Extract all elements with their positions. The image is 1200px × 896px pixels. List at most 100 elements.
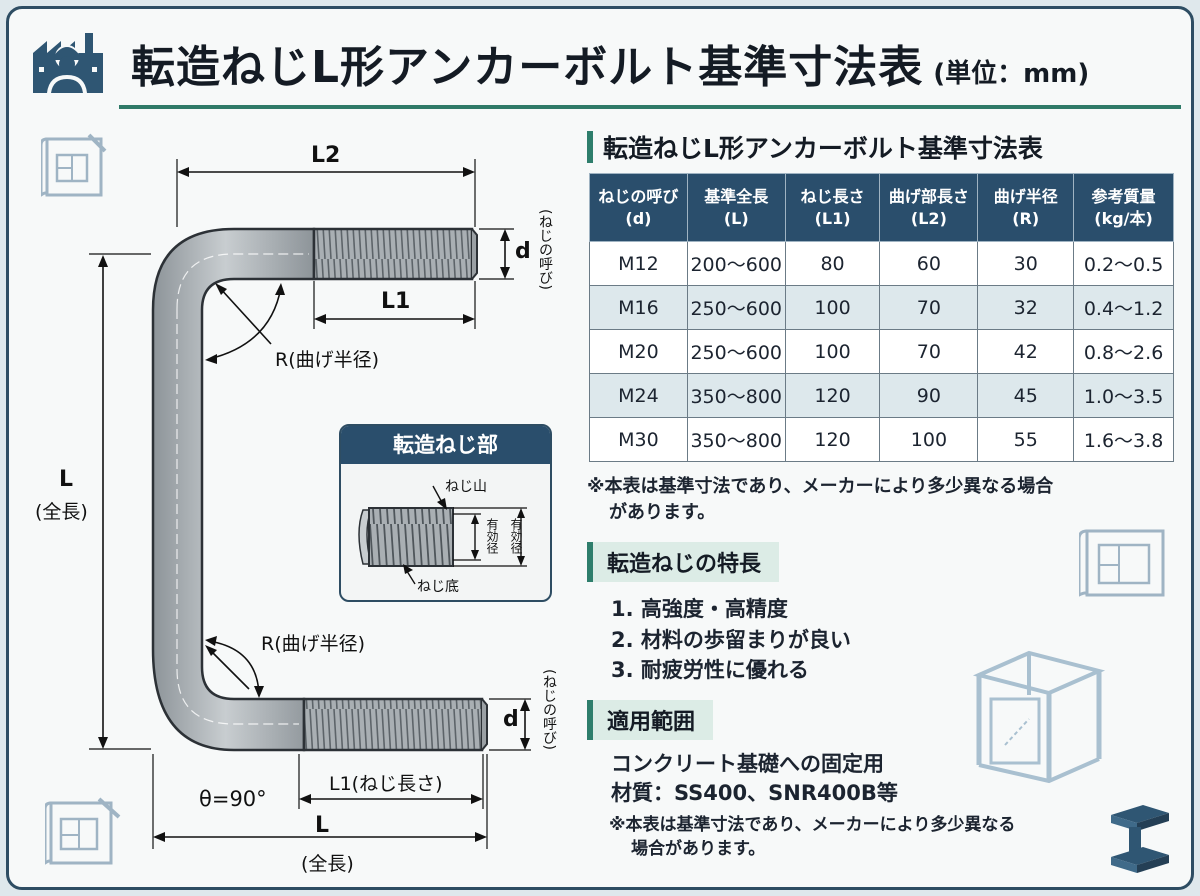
cell-bend-radius: 32 — [977, 285, 1075, 330]
heading-accent-bar — [587, 699, 593, 740]
col-header-bend-radius: 曲げ半径(R) — [977, 173, 1075, 242]
d-bottom-label: d — [503, 707, 519, 732]
cell-nominal: M20 — [589, 329, 688, 374]
l-bottom-label: L — [315, 813, 330, 838]
table-header-row: ねじの呼び(d) 基準全長(L) ねじ長さ(L1) 曲げ部長さ(L2) 曲げ半径… — [589, 173, 1174, 242]
cell-length: 250～600 — [686, 285, 786, 330]
cell-nominal: M12 — [589, 241, 688, 286]
cell-thread-length: 100 — [784, 329, 881, 374]
d-top-label: d — [515, 239, 531, 264]
root-label: ねじ底 — [417, 579, 459, 595]
application-note: ※本表は基準寸法であり、メーカーにより多少異なる 場合があります。 — [609, 814, 1187, 862]
blueprint-icon — [41, 133, 107, 197]
table-row: M12 200～600 80 60 30 0.2～0.5 — [589, 241, 1174, 286]
l-bottom-sub-label: (全長) — [301, 853, 354, 875]
features-section: 転造ねじの特長 1. 高強度・高精度 2. 材料の歩留まりが良い 3. 耐疲労性… — [587, 542, 1187, 685]
table-note-line1: ※本表は基準寸法であり、メーカーにより多少異なる場合 — [587, 476, 1054, 497]
worker-factory-icon — [33, 33, 103, 93]
page-frame: 転造ねじL形アンカーボルト基準寸法表 (単位：mm) — [6, 6, 1194, 890]
l2-label: L2 — [311, 143, 341, 168]
nominal-bottom-label: (ねじの呼び) — [541, 669, 557, 750]
col-header-nominal: ねじの呼び(d) — [589, 173, 688, 242]
cell-bend-length: 70 — [879, 285, 979, 330]
cell-thread-length: 120 — [784, 417, 881, 462]
crest-label: ねじ山 — [445, 479, 487, 495]
l1-bottom-label: L1(ねじ長さ) — [329, 773, 443, 795]
table-row: M16 250～600 100 70 32 0.4～1.2 — [589, 285, 1174, 330]
application-note-line2: 場合があります。 — [631, 839, 766, 860]
effective-diameter-label-2: 有効径 — [509, 518, 523, 554]
list-item: 2. 材料の歩留まりが良い — [611, 627, 851, 652]
r-bottom-label: R(曲げ半径) — [261, 633, 366, 655]
cell-bend-length: 90 — [879, 373, 979, 418]
features-list: 1. 高強度・高精度 2. 材料の歩留まりが良い 3. 耐疲労性に優れる — [611, 594, 1187, 685]
bolt-body — [151, 227, 316, 752]
bolt-drawing — [89, 159, 531, 849]
application-note-line1: ※本表は基準寸法であり、メーカーにより多少異なる — [609, 815, 1016, 836]
r-top-label: R(曲げ半径) — [275, 349, 380, 371]
heading-accent-bar — [587, 542, 593, 583]
thread-bottom — [302, 697, 484, 752]
cell-length: 250～600 — [686, 329, 786, 374]
cell-bend-length: 70 — [879, 329, 979, 374]
cell-mass: 0.8～2.6 — [1073, 329, 1174, 374]
thread-detail-inset: 転造ねじ部 — [339, 424, 552, 602]
thread-top — [312, 227, 474, 281]
l1-top-label: L1 — [381, 289, 411, 314]
col-header-length: 基準全長(L) — [686, 173, 786, 242]
right-column: 転造ねじL形アンカーボルト基準寸法表 ねじの呼び(d) 基準全長(L) ねじ長さ… — [587, 129, 1187, 887]
cell-thread-length: 120 — [784, 373, 881, 418]
cell-thread-length: 80 — [784, 241, 881, 286]
inset-title: 転造ねじ部 — [341, 426, 550, 464]
application-section: 適用範囲 コンクリート基礎への固定用 材質：SS400、SNR400B等 ※本表… — [587, 699, 1187, 862]
features-heading: 転造ねじの特長 — [587, 542, 780, 583]
spec-table: ねじの呼び(d) 基準全長(L) ねじ長さ(L1) 曲げ部長さ(L2) 曲げ半径… — [589, 173, 1174, 462]
header: 転造ねじL形アンカーボルト基準寸法表 (単位：mm) — [9, 9, 1191, 101]
application-line1: コンクリート基礎への固定用 — [611, 751, 884, 776]
col-header-mass: 参考質量(kg/本) — [1073, 173, 1174, 242]
features-title: 転造ねじの特長 — [607, 552, 762, 578]
unit-label: (単位：mm) — [933, 59, 1090, 89]
i-beam-icon — [1111, 805, 1169, 873]
cell-length: 350～800 — [686, 417, 786, 462]
cell-bend-length: 100 — [879, 417, 979, 462]
blueprint-icon-right — [1079, 529, 1165, 597]
table-title: 転造ねじL形アンカーボルト基準寸法表 — [603, 134, 1043, 163]
bolt-diagram: L2 L1 d (ねじの呼び) R(曲げ半径) L (全長) R(曲げ半径) d… — [9, 109, 589, 887]
cell-length: 350～800 — [686, 373, 786, 418]
cell-nominal: M30 — [589, 417, 688, 462]
cell-nominal: M24 — [589, 373, 688, 418]
cell-thread-length: 100 — [784, 285, 881, 330]
application-line2: 材質：SS400、SNR400B等 — [611, 780, 898, 805]
cell-bend-radius: 42 — [977, 329, 1075, 374]
cell-bend-radius: 55 — [977, 417, 1075, 462]
nominal-top-label: (ねじの呼び) — [537, 209, 553, 290]
cell-bend-radius: 45 — [977, 373, 1075, 418]
table-note: ※本表は基準寸法であり、メーカーにより多少異なる場合 があります。 — [587, 474, 1187, 526]
table-heading: 転造ねじL形アンカーボルト基準寸法表 — [587, 129, 1187, 165]
table-row: M20 250～600 100 70 42 0.8～2.6 — [589, 329, 1174, 374]
effective-diameter-label-1: 有効径 — [485, 518, 499, 554]
blueprint-icon-bottom — [45, 797, 121, 865]
cell-mass: 0.2～0.5 — [1073, 241, 1174, 286]
cell-mass: 1.6～3.8 — [1073, 417, 1174, 462]
cell-length: 200～600 — [686, 241, 786, 286]
steel-frame-icon — [972, 650, 1106, 784]
cell-nominal: M16 — [589, 285, 688, 330]
page-title: 転造ねじL形アンカーボルト基準寸法表 — [131, 42, 924, 93]
l-side-sub-label: (全長) — [35, 501, 88, 523]
application-text: コンクリート基礎への固定用 材質：SS400、SNR400B等 — [611, 750, 1187, 809]
thread-detail-drawing — [358, 485, 527, 585]
cell-bend-length: 60 — [879, 241, 979, 286]
list-item: 3. 耐疲労性に優れる — [611, 658, 809, 683]
cell-bend-radius: 30 — [977, 241, 1075, 286]
theta-label: θ=90° — [199, 787, 267, 811]
table-note-line2: があります。 — [609, 502, 716, 524]
l-side-label: L — [59, 467, 74, 492]
cell-mass: 1.0～3.5 — [1073, 373, 1174, 418]
table-row: M30 350～800 120 100 55 1.6～3.8 — [589, 417, 1174, 462]
application-heading: 適用範囲 — [587, 699, 714, 740]
header-rule — [119, 105, 1181, 109]
heading-accent-bar — [587, 131, 593, 163]
table-row: M24 350～800 120 90 45 1.0～3.5 — [589, 373, 1174, 418]
